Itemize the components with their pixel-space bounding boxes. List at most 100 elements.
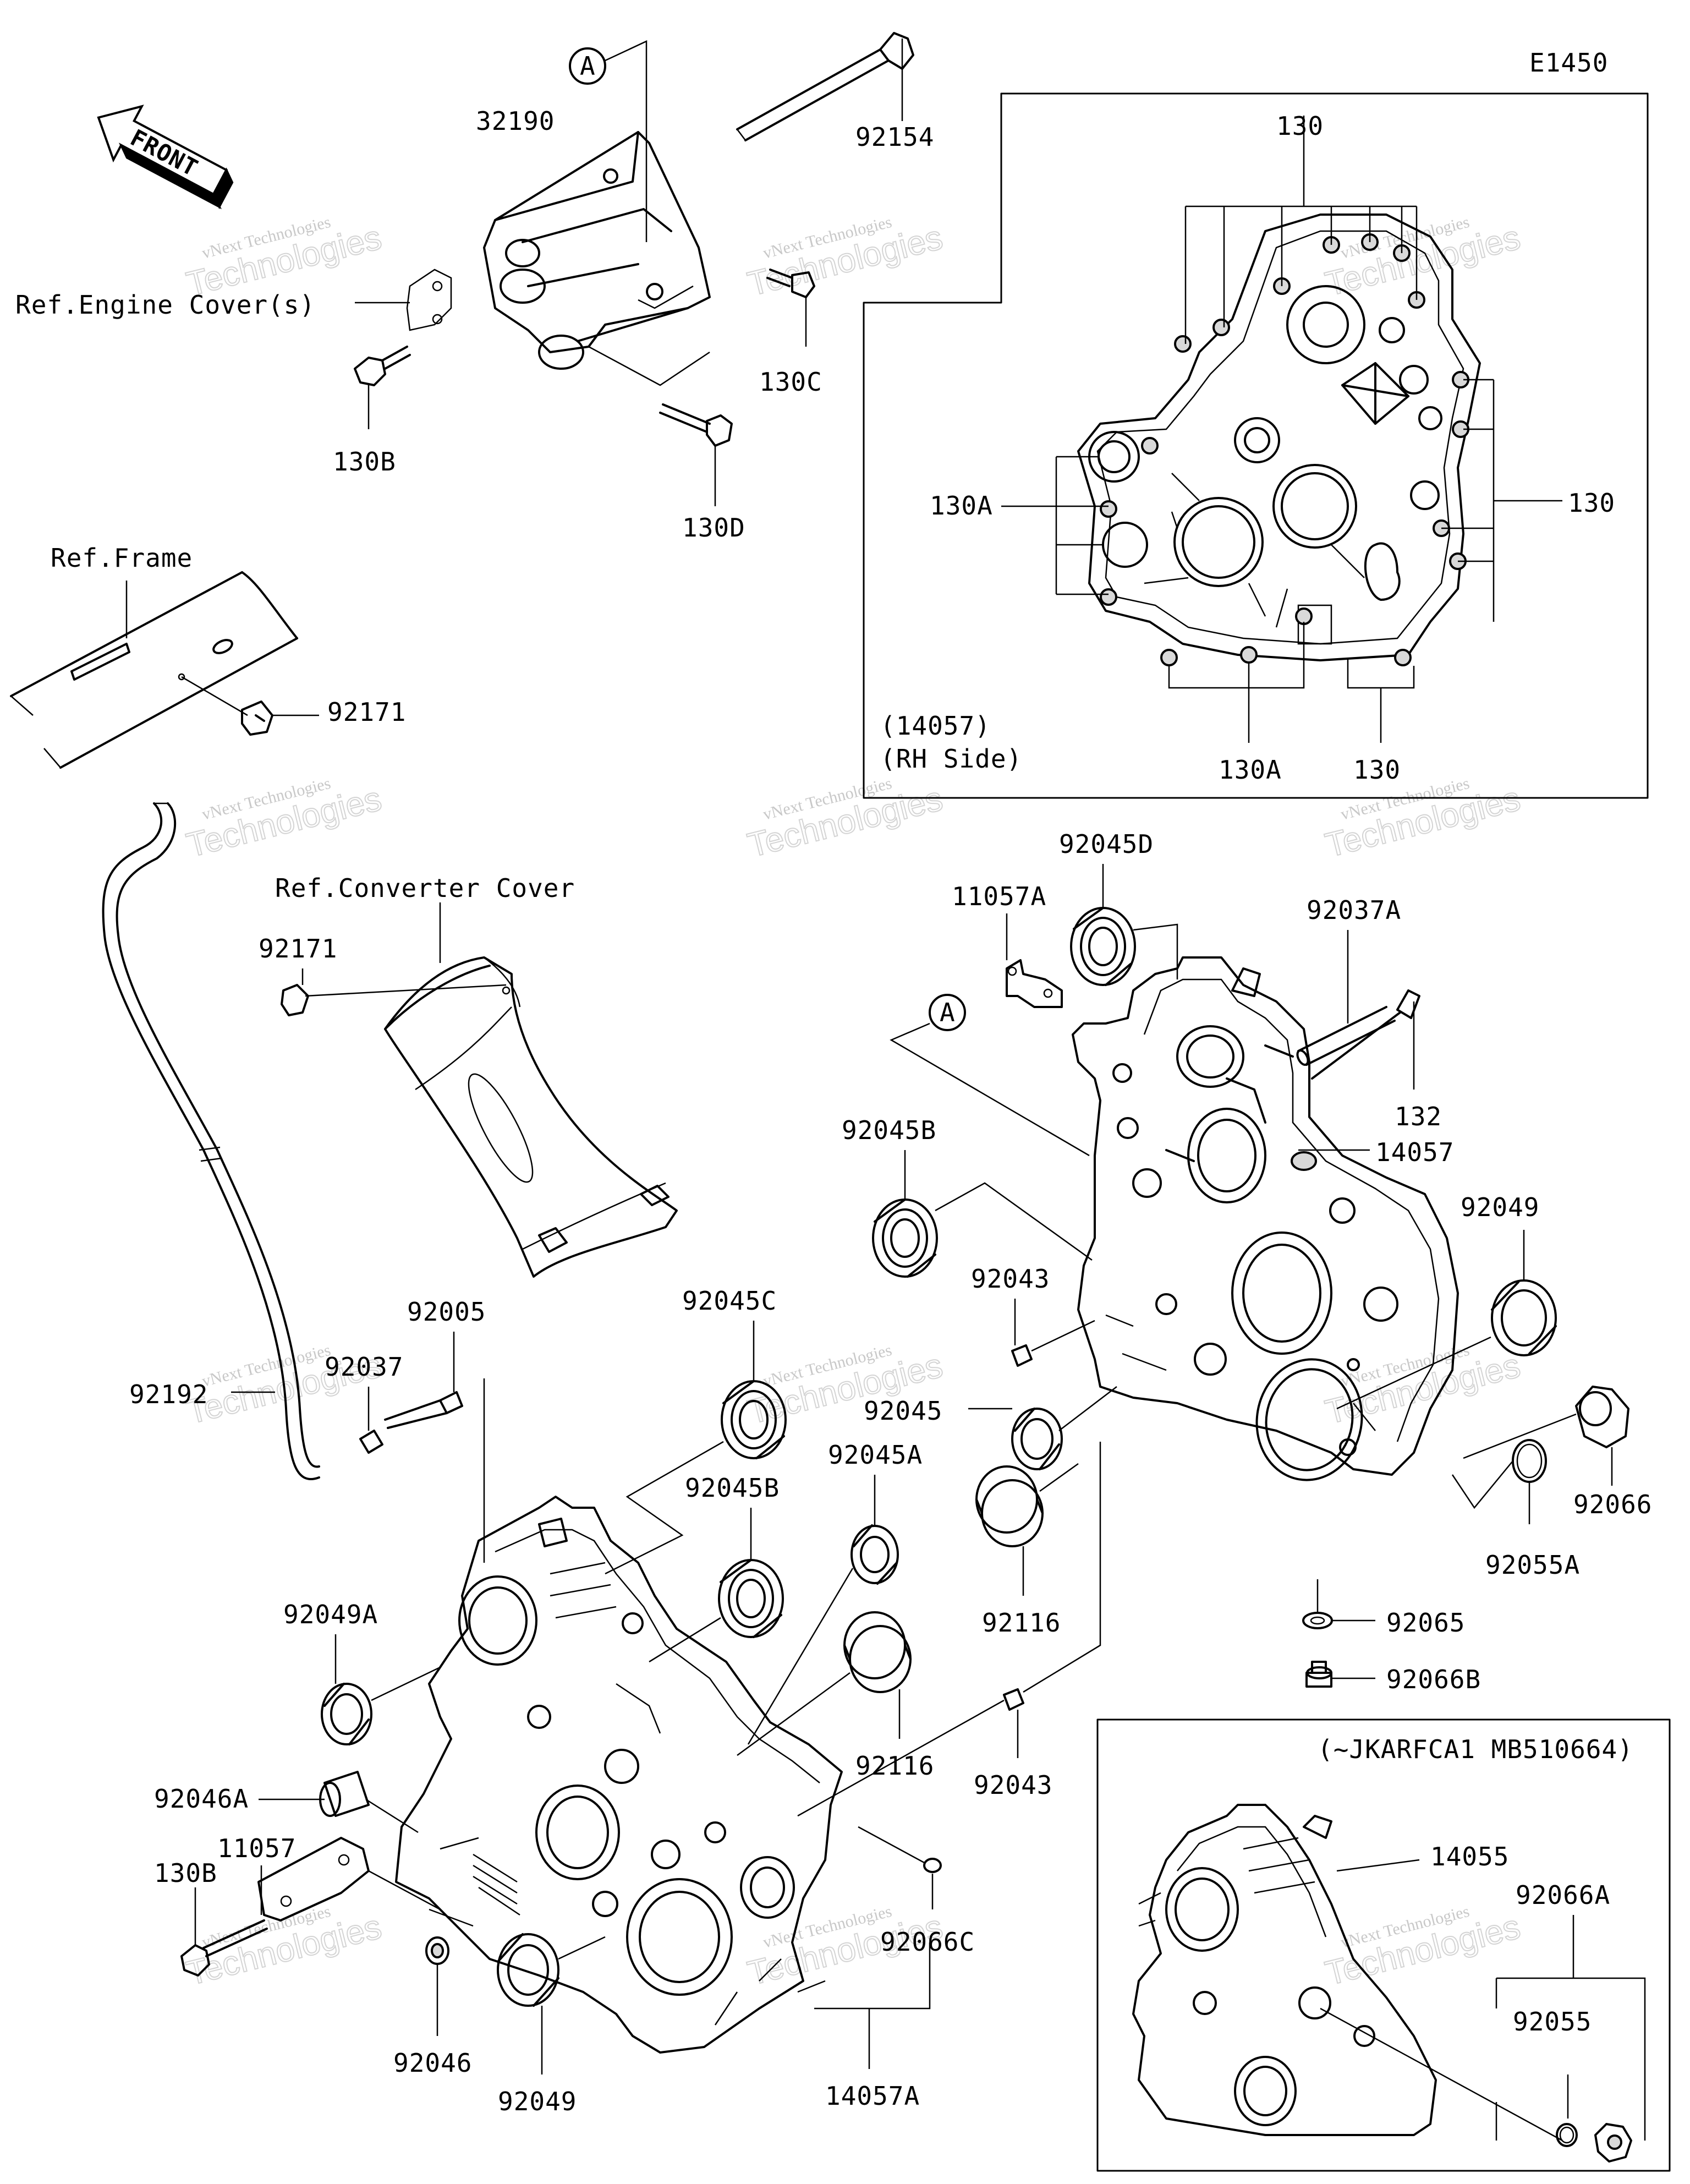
part-label: 92045 bbox=[864, 1396, 942, 1426]
part-label: 92045B bbox=[842, 1115, 936, 1145]
pin-92037a bbox=[1296, 930, 1396, 1066]
bearing-92045c bbox=[605, 1321, 787, 1575]
part-label: 92046A bbox=[154, 1784, 249, 1814]
part-label: 11057A bbox=[952, 882, 1046, 911]
part-label: 92192 bbox=[129, 1380, 208, 1409]
part-label: 92045B bbox=[685, 1473, 780, 1503]
front-arrow: FRONT bbox=[97, 105, 234, 210]
inset-note-line1: (14057) bbox=[880, 711, 991, 741]
diagram-code: E1450 bbox=[1529, 48, 1608, 78]
ref-label-engine-cover: Ref.Engine Cover(s) bbox=[15, 290, 315, 320]
callout-letter: A bbox=[940, 998, 956, 1027]
part-label: 92043 bbox=[971, 1264, 1050, 1294]
part-label: 14057 bbox=[1375, 1137, 1454, 1167]
plug-92066b bbox=[1305, 1661, 1375, 1688]
part-label: 92049 bbox=[1461, 1192, 1539, 1222]
dowel-92037 bbox=[359, 1387, 383, 1454]
plug-92066 bbox=[1463, 1386, 1629, 1486]
part-label: 130B bbox=[333, 447, 396, 477]
bracket-32190 bbox=[483, 131, 711, 386]
inset-note-line2: (RH Side) bbox=[880, 744, 1022, 774]
part-label: 92043 bbox=[974, 1770, 1052, 1800]
part-label: 92049A bbox=[283, 1600, 378, 1629]
crankcase-14057a bbox=[395, 1496, 843, 2054]
dowel-92043-top bbox=[1011, 1299, 1095, 1367]
bearing-92046a bbox=[259, 1771, 419, 1833]
clip-92171-mid bbox=[281, 968, 309, 1016]
seal-92045a bbox=[747, 1475, 899, 1745]
part-label: 130C bbox=[759, 367, 822, 397]
part-label: 132 bbox=[1395, 1102, 1442, 1131]
dowel-92043-bottom bbox=[797, 1442, 1101, 1817]
part-label: 92005 bbox=[407, 1297, 486, 1327]
part-label: 92045C bbox=[682, 1286, 777, 1316]
plug-92066c bbox=[858, 1826, 942, 1909]
ref-frame-tube bbox=[10, 571, 298, 769]
seal-92049-bottom bbox=[497, 1933, 606, 2074]
part-label: 92046 bbox=[393, 2048, 472, 2078]
ring-92116-right bbox=[975, 1463, 1079, 1596]
oring-92055 bbox=[1556, 2123, 1578, 2147]
bolt-130c bbox=[766, 269, 815, 347]
part-label: 92154 bbox=[855, 122, 934, 152]
leader-14057a bbox=[814, 1942, 931, 2069]
part-label: 130 bbox=[1276, 111, 1324, 141]
ref-engine-cover-fragment bbox=[355, 269, 452, 331]
callout-a-mid: A bbox=[890, 994, 1090, 1157]
bearing-92045b-mid bbox=[649, 1508, 784, 1663]
part-label: 32190 bbox=[476, 106, 555, 136]
inset-rh-side: (14057) (RH Side) bbox=[863, 92, 1649, 799]
bearing-92046 bbox=[425, 1936, 449, 2036]
part-label: 92171 bbox=[327, 697, 406, 727]
seal-92049-top bbox=[1336, 1230, 1557, 1410]
seal-92049a bbox=[321, 1634, 441, 1745]
bolt-130b-top bbox=[354, 346, 411, 429]
bolt-132 bbox=[1311, 989, 1420, 1090]
part-label: 92037 bbox=[325, 1352, 403, 1382]
part-label: 92055A bbox=[1485, 1550, 1580, 1580]
part-label: 14055 bbox=[1430, 1842, 1509, 1871]
part-label: 92049 bbox=[498, 2087, 577, 2116]
part-label: 92037A bbox=[1307, 895, 1401, 925]
seal-92045 bbox=[968, 1386, 1117, 1470]
dowel-92005 bbox=[384, 1332, 485, 1563]
bolt-130b-bottom bbox=[180, 1887, 268, 1977]
ref-label-converter-cover: Ref.Converter Cover bbox=[275, 873, 575, 903]
bracket-11057a bbox=[1006, 913, 1063, 1008]
part-label: 14057A bbox=[825, 2081, 920, 2111]
part-label: 130A bbox=[1219, 755, 1282, 785]
part-label: 92066A bbox=[1516, 1880, 1610, 1910]
part-label: 92045D bbox=[1059, 829, 1154, 859]
clip-92171-top bbox=[241, 700, 319, 736]
part-label: 92066B bbox=[1386, 1665, 1481, 1694]
washer-92065 bbox=[1302, 1579, 1375, 1629]
oring-92055a bbox=[1451, 1439, 1547, 1524]
ring-92116-left bbox=[737, 1611, 912, 1756]
part-label: 130A bbox=[930, 491, 993, 521]
ref-converter-cover bbox=[305, 902, 678, 1278]
inset-variant: (~JKARFCA1 MB510664) bbox=[1096, 1718, 1671, 2172]
bracket-11057 bbox=[257, 1837, 441, 1922]
part-label: 92065 bbox=[1386, 1608, 1465, 1638]
part-label: 92066C bbox=[880, 1927, 975, 1957]
part-label: 11057 bbox=[217, 1833, 296, 1863]
ref-label-frame: Ref.Frame bbox=[51, 543, 193, 573]
part-label: 130 bbox=[1568, 488, 1615, 518]
bearing-92045d bbox=[1070, 864, 1178, 986]
part-label: 92116 bbox=[982, 1608, 1061, 1638]
part-labels: 32190 92154 130C 130B 130D 92171 92171 1… bbox=[15, 106, 1652, 2116]
part-label: 92055 bbox=[1513, 2007, 1592, 2037]
bolt-92154 bbox=[736, 32, 914, 141]
part-label: 92171 bbox=[259, 934, 337, 964]
part-label: 92116 bbox=[855, 1751, 934, 1781]
callout-a-top: A bbox=[569, 40, 648, 242]
part-label: 92045A bbox=[828, 1440, 923, 1470]
hose-92192 bbox=[102, 802, 320, 1481]
bearing-92045b-top bbox=[872, 1150, 1093, 1278]
part-label: 92066 bbox=[1573, 1490, 1652, 1519]
plug-92066a bbox=[1594, 2123, 1632, 2163]
crankcase-14057 bbox=[1072, 956, 1459, 1481]
part-label: 130 bbox=[1353, 755, 1401, 785]
callout-letter: A bbox=[580, 51, 596, 81]
